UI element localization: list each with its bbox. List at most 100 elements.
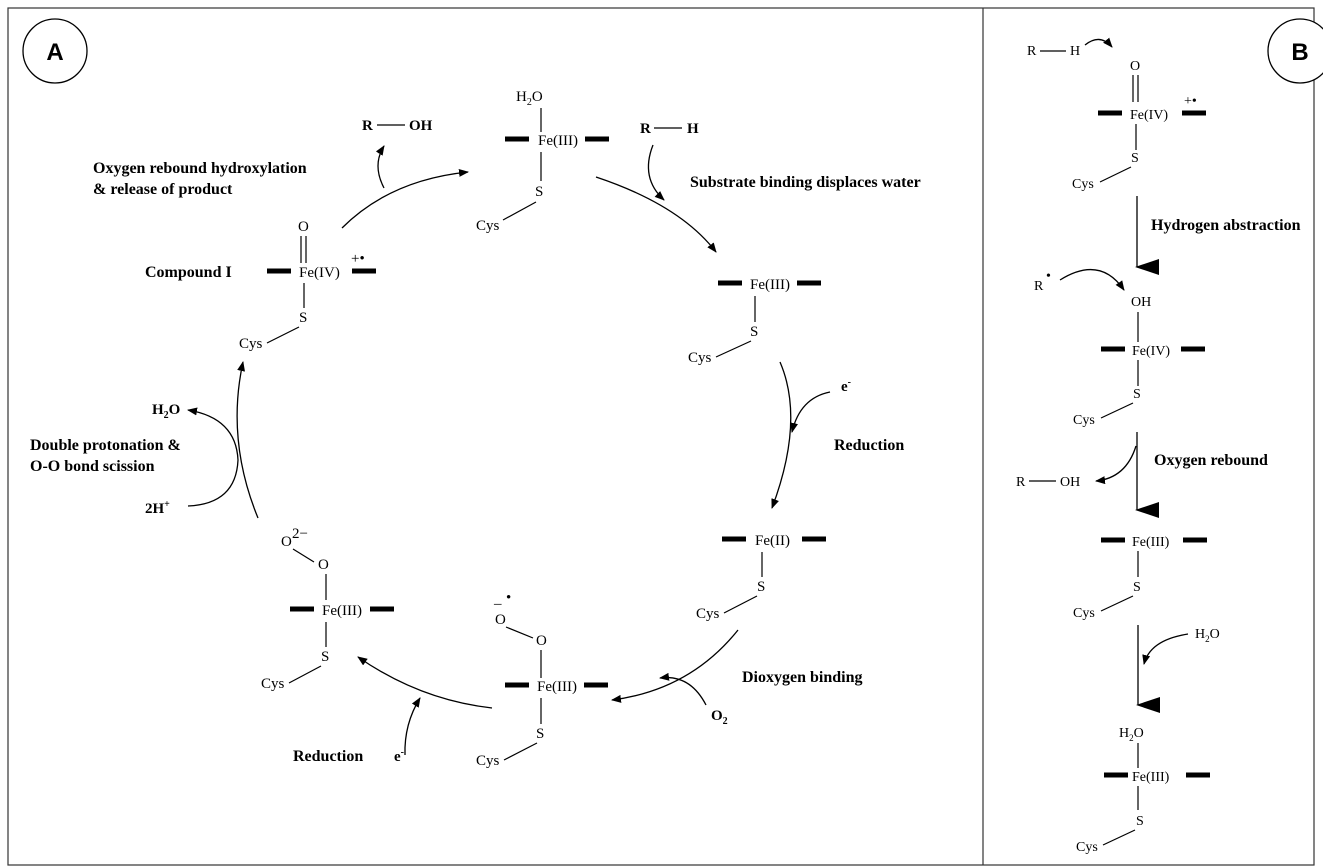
svg-text:R: R <box>1016 475 1026 490</box>
svg-text:Cys: Cys <box>696 606 720 622</box>
substrate-entry-arrow <box>647 144 665 201</box>
svg-text:•: • <box>1046 269 1051 284</box>
b-step-oxygen-rebound: Oxygen rebound <box>1154 452 1268 469</box>
svg-text:S: S <box>1133 387 1141 402</box>
cycle-arrow-2 <box>771 361 792 509</box>
svg-text:S: S <box>1131 151 1139 166</box>
species-compound-i: O Fe(IV) +• S Cys <box>239 219 376 352</box>
b-product-roh: R OH <box>1016 475 1080 490</box>
svg-text:R: R <box>1027 44 1037 59</box>
svg-text:O: O <box>298 219 309 235</box>
svg-text:S: S <box>299 310 307 326</box>
svg-text:–: – <box>493 596 502 612</box>
svg-text:R: R <box>640 121 651 137</box>
svg-text:Fe(III): Fe(III) <box>750 277 790 293</box>
svg-text:OH: OH <box>409 118 433 134</box>
product-roh: R OH <box>362 118 433 134</box>
svg-text:Fe(II): Fe(II) <box>755 533 790 549</box>
svg-text:2−: 2− <box>292 526 308 542</box>
svg-text:O: O <box>1130 59 1140 74</box>
svg-text:Cys: Cys <box>476 218 500 234</box>
panel-a-label: A <box>46 39 63 66</box>
svg-text:•: • <box>506 590 511 606</box>
svg-text:Fe(IV): Fe(IV) <box>1130 108 1168 123</box>
svg-text:S: S <box>535 184 543 200</box>
electron-label-2: e- <box>394 747 404 765</box>
svg-text:O: O <box>536 633 547 649</box>
panel-b-badge: B <box>1267 18 1323 84</box>
figure-frame <box>7 7 1315 866</box>
svg-text:Fe(IV): Fe(IV) <box>299 265 340 281</box>
panel-b-label: B <box>1291 39 1308 66</box>
step-oxygen-rebound-hydroxylation: Oxygen rebound hydroxylation <box>93 160 307 177</box>
svg-text:+•: +• <box>1184 94 1197 109</box>
b-water-label: H2O <box>1195 627 1220 644</box>
svg-text:Fe(IV): Fe(IV) <box>1132 344 1170 359</box>
panel-a-badge: A <box>22 18 88 84</box>
b-radical-r: R • <box>1034 269 1051 294</box>
svg-text:O: O <box>318 557 329 573</box>
svg-text:Cys: Cys <box>1073 413 1095 428</box>
svg-text:S: S <box>1133 580 1141 595</box>
b-species-fe3: Fe(III) S Cys <box>1073 535 1207 621</box>
product-release-arrow <box>375 145 385 189</box>
svg-text:Cys: Cys <box>688 350 712 366</box>
electron-entry-arrow-2 <box>404 697 421 756</box>
svg-text:S: S <box>757 579 765 595</box>
svg-text:+•: +• <box>351 251 365 267</box>
svg-text:Cys: Cys <box>476 753 500 769</box>
species-fe2: Fe(II) S Cys <box>696 533 826 622</box>
svg-text:Cys: Cys <box>1076 840 1098 855</box>
svg-text:Fe(III): Fe(III) <box>1132 535 1170 550</box>
b-abstraction-curl-arrow <box>1084 37 1113 48</box>
step-reduction-2: Reduction <box>293 748 363 765</box>
species-fe3-superoxo: – • O O Fe(III) S Cys <box>476 590 608 769</box>
step-double-protonation: Double protonation & <box>30 437 181 454</box>
step-release-product: & release of product <box>93 181 233 198</box>
electron-label-1: e- <box>841 377 851 395</box>
cycle-arrow-1 <box>595 176 717 253</box>
b-step-hydrogen-abstraction: Hydrogen abstraction <box>1151 217 1301 234</box>
b-species-fe4-oh: OH Fe(IV) S Cys <box>1073 295 1205 428</box>
o2-label: O2 <box>711 708 728 727</box>
svg-text:H2O: H2O <box>516 89 543 108</box>
compound-i-label: Compound I <box>145 264 232 281</box>
species-fe3-peroxo: O 2− O Fe(III) S Cys <box>261 526 394 692</box>
b-water-entry-arrow <box>1142 633 1189 665</box>
species-fe3-high-spin: Fe(III) S Cys <box>688 277 821 366</box>
step-dioxygen-binding: Dioxygen binding <box>742 669 862 686</box>
cycle-arrow-6 <box>341 168 469 229</box>
protonation-arrow <box>187 407 239 507</box>
o2-entry-arrow <box>659 672 707 706</box>
water-release-label: H2O <box>152 402 180 421</box>
svg-text:O: O <box>495 612 506 628</box>
two-protons-label: 2H+ <box>145 499 170 517</box>
cycle-arrow-3 <box>611 629 739 703</box>
svg-text:Fe(III): Fe(III) <box>322 603 362 619</box>
svg-text:H: H <box>687 121 699 137</box>
cycle-arrow-4 <box>357 656 493 709</box>
b-species-compound-i: O Fe(IV) +• S Cys <box>1072 59 1206 192</box>
svg-text:OH: OH <box>1060 475 1080 490</box>
b-rebound-curl-arrow <box>1059 268 1125 291</box>
step-reduction-1: Reduction <box>834 437 904 454</box>
svg-text:H2O: H2O <box>1119 726 1144 743</box>
b-species-fe3-water: H2O Fe(III) S Cys <box>1076 726 1210 855</box>
svg-text:O: O <box>281 534 292 550</box>
svg-text:R: R <box>362 118 373 134</box>
svg-text:H: H <box>1070 44 1080 59</box>
step-oo-scission: O-O bond scission <box>30 458 155 475</box>
svg-text:S: S <box>750 324 758 340</box>
svg-text:Cys: Cys <box>239 336 263 352</box>
svg-text:Fe(III): Fe(III) <box>1132 770 1170 785</box>
electron-entry-arrow-1 <box>790 391 831 433</box>
svg-text:OH: OH <box>1131 295 1151 310</box>
svg-text:S: S <box>321 649 329 665</box>
svg-text:Fe(III): Fe(III) <box>538 133 578 149</box>
b-substrate-rh: R H <box>1027 44 1080 59</box>
svg-text:Cys: Cys <box>261 676 285 692</box>
b-roh-release-arrow <box>1095 445 1137 485</box>
species-fe3-water-bound: H2O Fe(III) S Cys <box>476 89 609 234</box>
cycle-arrow-5 <box>236 361 259 519</box>
